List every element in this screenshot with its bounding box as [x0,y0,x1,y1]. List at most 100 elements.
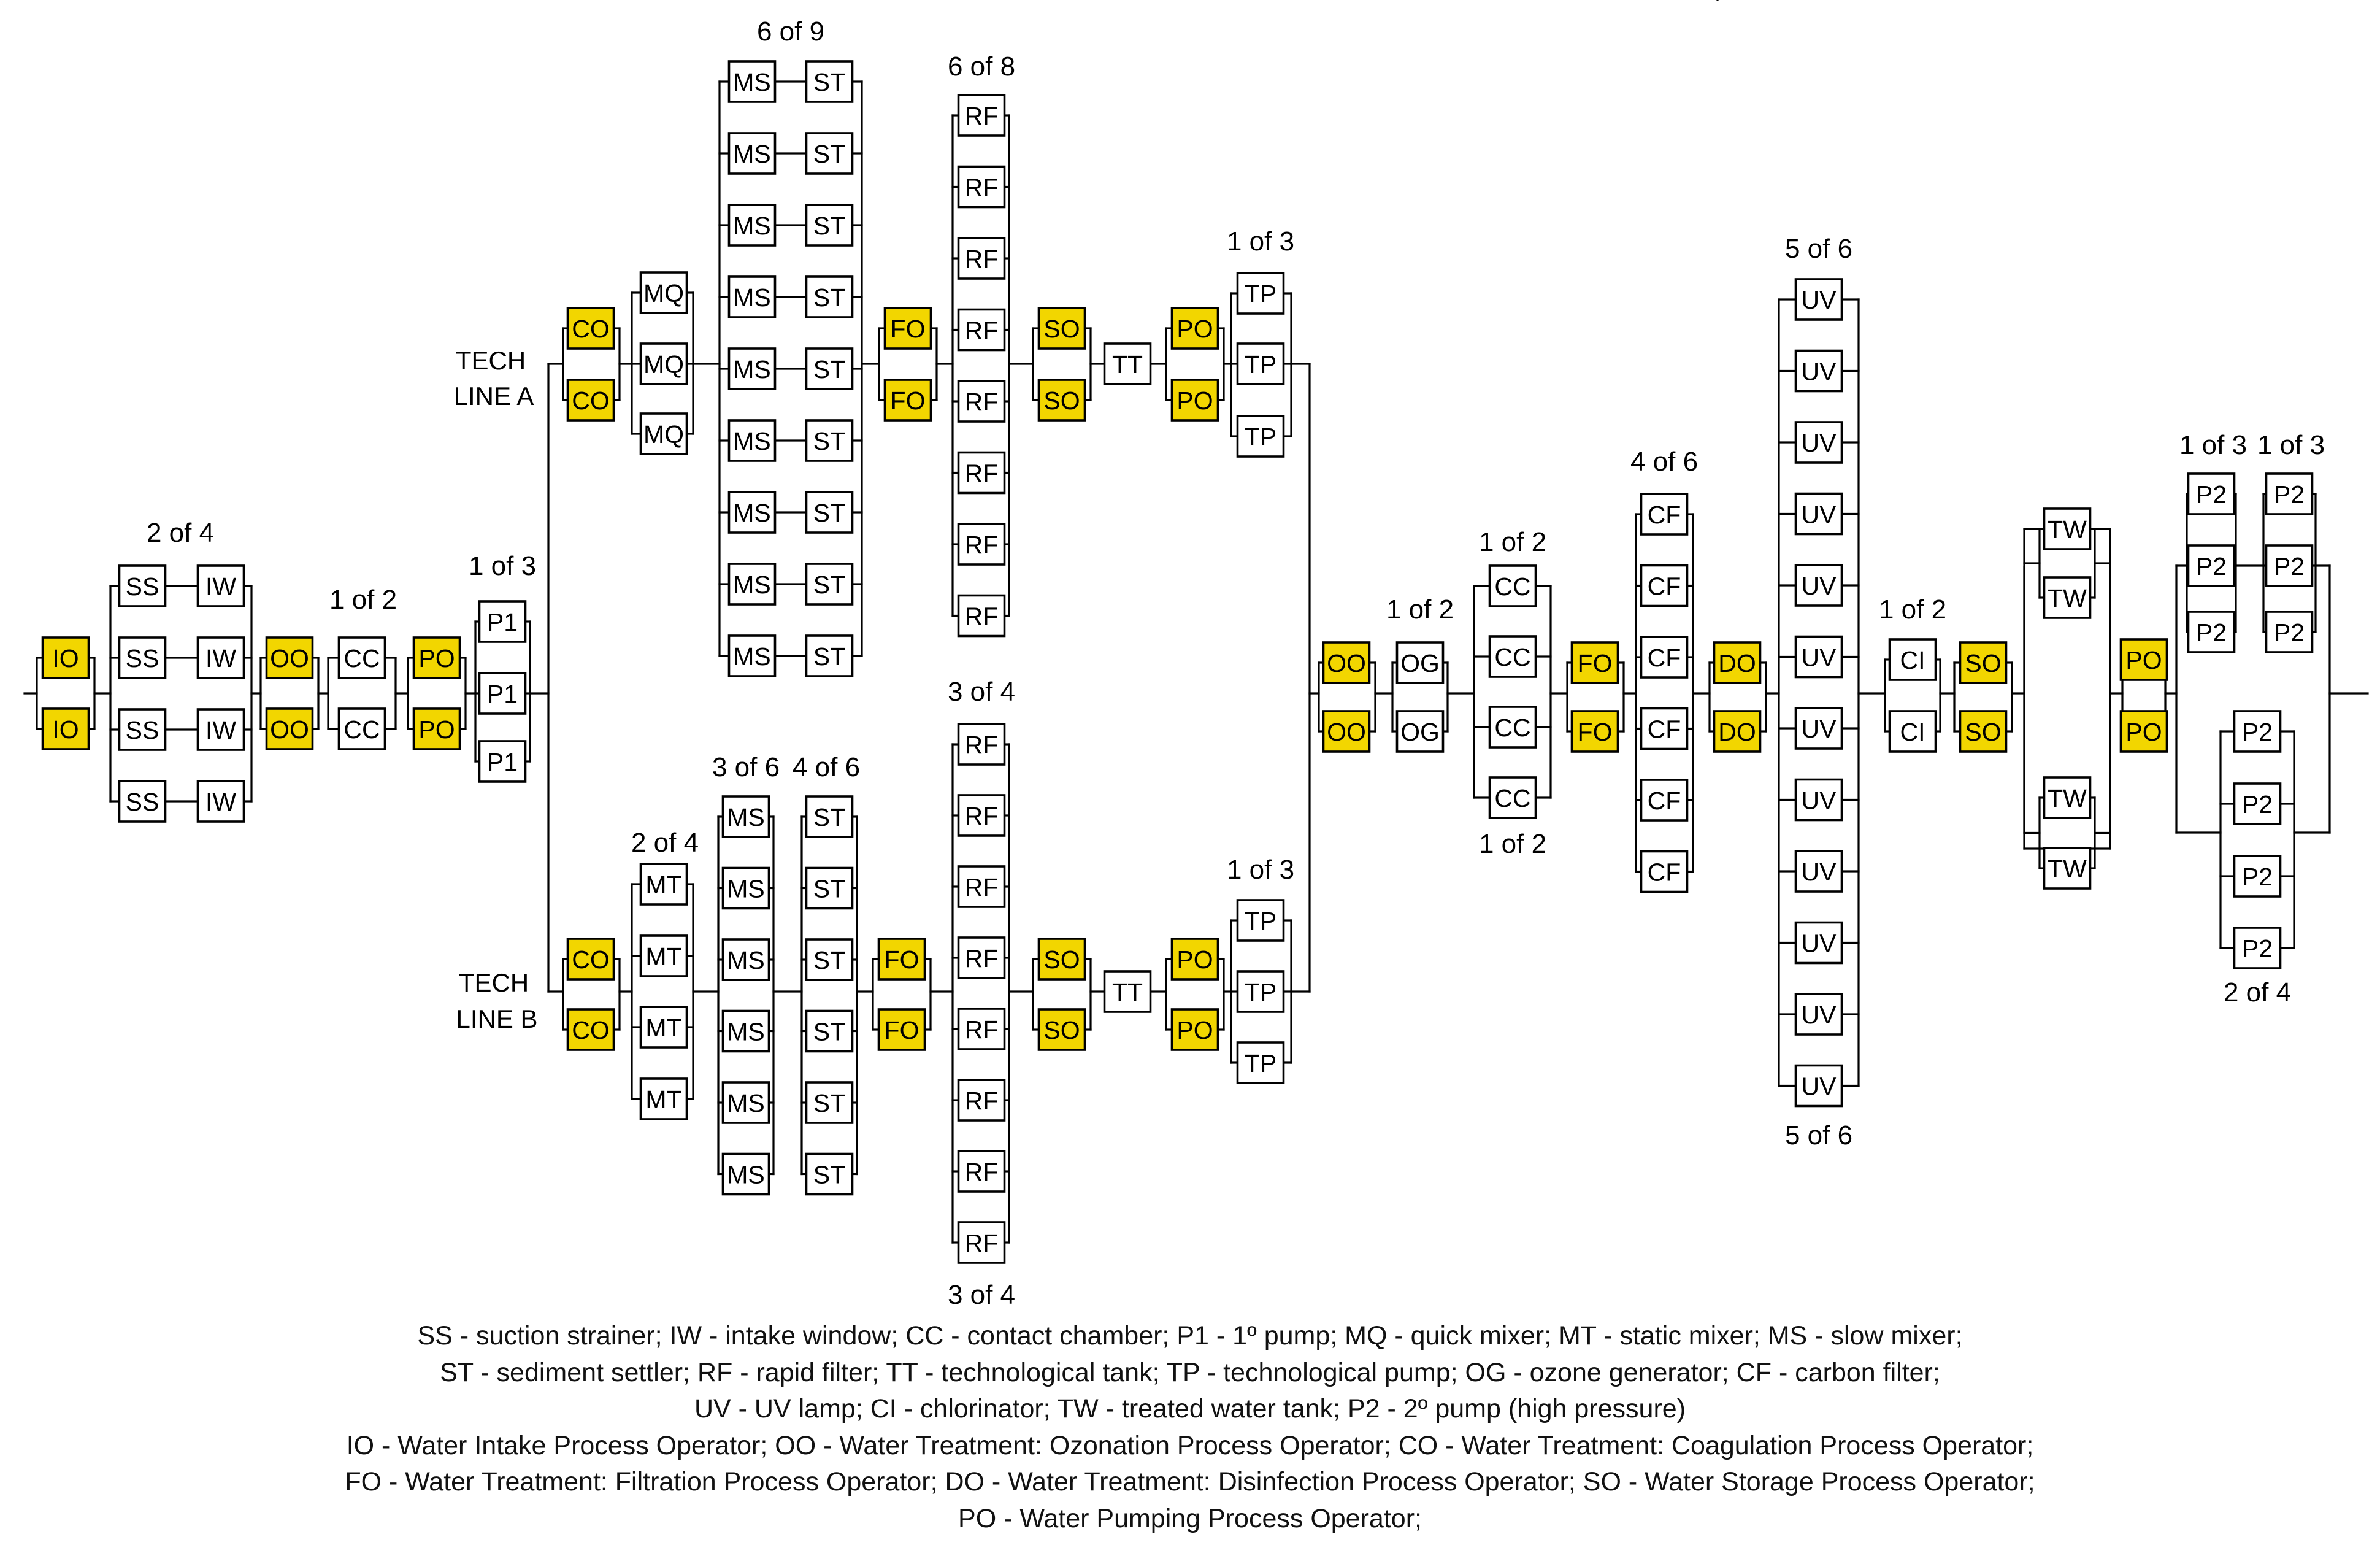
label-b-mt: 2 of 4 [631,828,699,858]
mt-block: MT [639,863,688,906]
st-block: ST [805,491,854,534]
iw-block: IW [196,708,245,751]
st-label: ST [813,1089,845,1117]
tp-label: TP [1245,907,1276,935]
so-label: SO [1043,315,1080,343]
legend-line-6: PO - Water Pumping Process Operator; [958,1503,1422,1533]
st-label: ST [813,427,845,455]
label-b-st: 4 of 6 [793,752,860,782]
label-intake-cc: 1 of 2 [329,585,397,615]
uv-label: UV [1802,501,1837,529]
cf-label: CF [1648,572,1681,601]
cf-block: CF [1640,779,1689,822]
uv-block: UV [1794,564,1843,607]
cf-block: CF [1640,636,1689,679]
label-line-b-2: LINE B [456,1004,537,1033]
p2-block: P2 [2233,710,2282,753]
ms-block: MS [727,563,777,606]
label-og: 1 of 2 [1386,595,1454,625]
ms-label: MS [733,499,771,527]
cf-label: CF [1648,501,1681,529]
og-label: OG [1400,718,1440,746]
ms-label: MS [733,571,771,599]
rf-block: RF [957,1221,1006,1264]
ms-block: MS [727,347,777,390]
fo-block: FO [877,1008,926,1051]
p2-label: P2 [2242,718,2273,746]
po-block: PO [2119,638,2168,681]
cc-label: CC [344,715,380,744]
ms-label: MS [727,1161,765,1189]
rf-label: RF [965,944,999,973]
st-block: ST [805,132,854,175]
st-block: ST [805,1081,854,1124]
uv-label: UV [1802,1073,1837,1101]
tw-block: TW [2043,576,2092,619]
p1-label: P1 [487,608,518,636]
tw-block: TW [2043,847,2092,890]
label-uv-bottom: 5 of 6 [1785,1120,1852,1150]
st-label: ST [813,803,845,831]
mt-label: MT [645,1085,681,1114]
label-line-a-2: LINE A [454,382,534,410]
tp-block: TP [1236,272,1285,315]
po-block: PO [412,636,461,679]
mt-label: MT [645,1014,681,1042]
st-block: ST [805,1152,854,1196]
st-block: ST [805,1009,854,1053]
tp-block: TP [1236,970,1285,1013]
fo-label: FO [885,1016,919,1044]
st-label: ST [813,283,845,312]
tw-block: TW [2043,776,2092,819]
fo-block: FO [877,938,926,981]
po-block: PO [1170,307,1219,350]
label-a-rf: 6 of 8 [948,52,1015,82]
ms-block: MS [721,1081,770,1124]
iw-label: IW [205,788,236,816]
st-block: ST [805,419,854,462]
rf-block: RF [957,936,1006,979]
st-block: ST [805,275,854,318]
connection-lines [23,0,2369,1244]
label-uv-top: 5 of 6 [1785,234,1852,264]
cf-label: CF [1648,644,1681,672]
oo-label: OO [270,644,309,672]
rf-block: RF [957,165,1006,209]
ss-block: SS [118,708,167,751]
po-label: PO [1177,1016,1213,1044]
st-label: ST [813,1161,845,1189]
ms-block: MS [721,1009,770,1053]
ms-label: MS [727,875,765,903]
p2-block: P2 [2233,782,2282,825]
ms-label: MS [733,355,771,383]
ss-label: SS [126,716,159,744]
p2-block: P2 [2265,544,2314,587]
rf-block: RF [957,1150,1006,1193]
ms-block: MS [721,866,770,910]
tw-label: TW [2048,784,2087,812]
label-b-ms: 3 of 6 [712,752,780,782]
ms-block: MS [727,419,777,462]
p2-block: P2 [2233,855,2282,898]
p2-block: P2 [2233,927,2282,969]
rf-block: RF [957,794,1006,837]
rf-label: RF [965,174,999,202]
tp-block: TP [1236,899,1285,942]
mq-label: MQ [643,420,684,449]
po-label: PO [2125,718,2162,746]
ci-label: CI [1900,646,1925,674]
cf-label: CF [1648,787,1681,815]
fo-block: FO [883,379,932,422]
tw-label: TW [2048,584,2087,612]
cc-block: CC [337,636,386,679]
mt-block: MT [639,1077,688,1120]
iw-label: IW [205,716,236,744]
p2-block: P2 [2187,611,2236,653]
mq-block: MQ [639,271,688,314]
p2-label: P2 [2274,552,2305,580]
label-a-tp: 1 of 3 [1227,226,1294,256]
cc-label: CC [1494,572,1530,601]
rf-block: RF [957,94,1006,137]
rf-block: RF [957,308,1006,352]
